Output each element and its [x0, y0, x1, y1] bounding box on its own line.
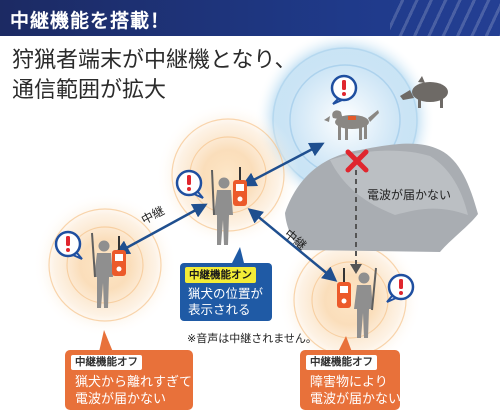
exclamation-icon	[330, 74, 358, 105]
relay-off-right-line-1: 障害物により	[310, 375, 388, 390]
callout-relay-off-left: 中継機能オフ 猟犬から離れすぎて 電波が届かない	[65, 350, 193, 410]
header-banner: 中継機能を搭載！	[0, 0, 500, 36]
relay-arrow-left	[114, 203, 208, 255]
callout-relay-off-right: 中継機能オフ 障害物により 電波が届かない	[300, 350, 401, 410]
hunter-left-icon	[91, 232, 113, 308]
callout-on-pointer	[232, 247, 244, 263]
header-decoration	[390, 0, 500, 36]
relay-off-left-line-2: 電波が届かない	[75, 392, 167, 407]
page-title: 中継機能を搭載！	[10, 10, 171, 32]
hunter-right-icon	[354, 267, 377, 338]
relay-off-text-left: 猟犬から離れすぎて 電波が届かない	[75, 374, 192, 408]
callout-off-right-pointer	[338, 336, 352, 352]
blocked-signal-arrowhead	[350, 264, 362, 274]
hunting-dog-icon	[324, 110, 379, 140]
relay-off-right-line-2: 電波が届かない	[310, 392, 402, 407]
relay-on-badge: 中継機能オン	[185, 267, 256, 283]
intro-line-2: 通信範囲が拡大	[12, 78, 167, 103]
blocked-x-icon	[345, 149, 369, 173]
relay-off-left-line-1: 猟犬から離れすぎて	[75, 375, 193, 390]
callout-relay-on: 中継機能オン 猟犬の位置が 表示される	[180, 263, 272, 321]
intro-line-1: 狩猟者端末が中継機となり、	[12, 48, 297, 73]
audio-note: ※音声は中継されません。	[187, 332, 317, 345]
exclamation-icon	[54, 230, 83, 260]
gps-device-right-icon	[337, 268, 351, 308]
relay-on-line-1: 猟犬の位置が	[188, 286, 264, 301]
gps-device-center-icon	[233, 167, 247, 206]
relay-off-badge-left: 中継機能オフ	[71, 355, 142, 370]
hunter-center-icon	[211, 169, 233, 245]
relay-arrow-right	[247, 208, 338, 282]
relay-arrow-top	[241, 142, 325, 187]
relay-off-text-right: 障害物により 電波が届かない	[310, 374, 401, 408]
relay-off-badge-right: 中継機能オフ	[306, 355, 377, 370]
callout-off-left-pointer	[99, 330, 113, 352]
relay-on-text: 猟犬の位置が 表示される	[188, 286, 263, 318]
gps-device-left-icon	[112, 236, 126, 276]
exclamation-icon	[175, 169, 204, 199]
exclamation-icon	[386, 273, 415, 303]
signal-blocked-label: 電波が届かない	[367, 188, 452, 202]
relay-on-line-2: 表示される	[188, 302, 251, 317]
intro-text: 狩猟者端末が中継機となり、 通信範囲が拡大	[12, 46, 296, 106]
wild-boar-icon	[400, 76, 448, 108]
